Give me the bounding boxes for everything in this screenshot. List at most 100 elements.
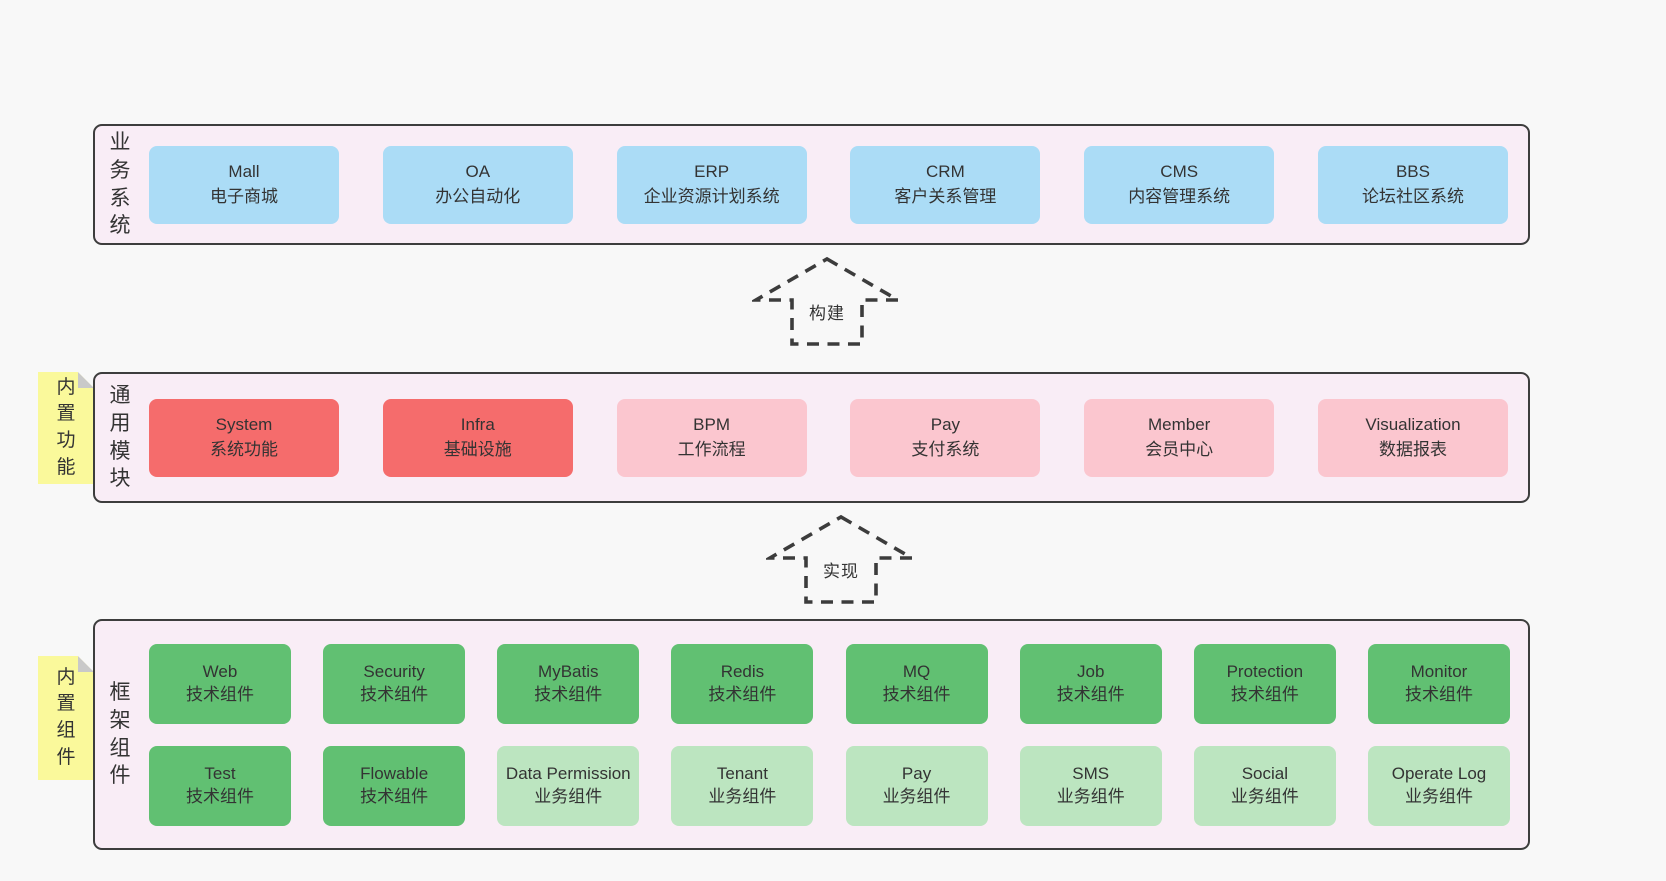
box-flowable-sub: 技术组件 [360, 786, 429, 806]
box-flowable: Flowable 技术组件 [323, 745, 466, 826]
box-infra-sub: 基础设施 [443, 439, 512, 459]
box-tenant-sub: 业务组件 [708, 786, 777, 806]
box-erp-name: ERP [694, 162, 730, 182]
box-protection-name: Protection [1226, 661, 1304, 681]
box-protection: Protection 技术组件 [1193, 643, 1336, 724]
box-erp: ERP 企业资源计划系统 [616, 145, 807, 224]
framework-row-1: Web 技术组件 Security 技术组件 MyBatis 技术组件 Redi… [149, 643, 1510, 724]
box-mybatis-name: MyBatis [538, 661, 599, 681]
box-crm-sub: 客户关系管理 [894, 186, 997, 206]
box-web: Web 技术组件 [149, 643, 291, 724]
box-redis-sub: 技术组件 [708, 684, 777, 704]
built-in-features-note-label: 内置功能 [56, 376, 76, 478]
common-modules-panel: 通用模块 System 系统功能 Infra 基础设施 BPM 工作流程 Pay… [93, 372, 1530, 503]
box-web-sub: 技术组件 [186, 684, 254, 704]
box-system: System 系统功能 [149, 398, 339, 477]
box-infra: Infra 基础设施 [382, 398, 573, 477]
box-pay-component: Pay 业务组件 [845, 745, 988, 826]
framework-components-side-label: 框架组件 [109, 681, 131, 788]
box-system-name: System [215, 415, 273, 435]
box-social-sub: 业务组件 [1230, 786, 1299, 806]
box-social: Social 业务组件 [1193, 745, 1336, 826]
box-web-name: Web [202, 661, 238, 681]
box-bbs: BBS 论坛社区系统 [1317, 145, 1508, 224]
implement-arrow-label: 实现 [823, 562, 859, 581]
box-bbs-sub: 论坛社区系统 [1361, 186, 1464, 206]
box-security-sub: 技术组件 [360, 684, 429, 704]
box-mq-sub: 技术组件 [882, 684, 951, 704]
box-pay-module-sub: 支付系统 [911, 439, 980, 459]
box-oa: OA 办公自动化 [382, 145, 573, 224]
box-operate-log-sub: 业务组件 [1404, 786, 1473, 806]
framework-components-grid: Web 技术组件 Security 技术组件 MyBatis 技术组件 Redi… [149, 643, 1510, 826]
box-cms-name: CMS [1160, 162, 1199, 182]
box-social-name: Social [1241, 763, 1288, 783]
box-sms-name: SMS [1072, 763, 1110, 783]
box-security: Security 技术组件 [323, 643, 466, 724]
box-protection-sub: 技术组件 [1230, 684, 1299, 704]
box-bpm-sub: 工作流程 [677, 439, 746, 459]
box-bbs-name: BBS [1395, 162, 1430, 182]
box-test-name: Test [204, 763, 236, 783]
box-operate-log-name: Operate Log [1391, 763, 1487, 783]
build-arrow-icon: 构建 [752, 256, 902, 348]
box-test-sub: 技术组件 [186, 786, 254, 806]
framework-row-2: Test 技术组件 Flowable 技术组件 Data Permission … [149, 745, 1510, 826]
box-security-name: Security [363, 661, 425, 681]
box-pay-module: Pay 支付系统 [850, 398, 1041, 477]
box-flowable-name: Flowable [360, 763, 429, 783]
box-mall-name: Mall [228, 162, 260, 182]
business-systems-box-row: Mall 电子商城 OA 办公自动化 ERP 企业资源计划系统 CRM 客户关系… [149, 145, 1508, 224]
box-oa-sub: 办公自动化 [435, 186, 521, 206]
box-member-sub: 会员中心 [1145, 439, 1214, 459]
note-fold-cut [78, 656, 94, 672]
box-member: Member 会员中心 [1084, 398, 1275, 477]
built-in-components-note-label: 内置组件 [56, 666, 76, 768]
business-systems-panel: 业务系统 Mall 电子商城 OA 办公自动化 ERP 企业资源计划系统 CRM… [93, 124, 1530, 245]
box-visualization-name: Visualization [1365, 415, 1461, 435]
note-fold-cut [78, 372, 94, 388]
business-systems-side-label: 业务系统 [109, 131, 131, 238]
box-data-permission-name: Data Permission [505, 763, 631, 783]
implement-arrow-icon: 实现 [766, 514, 916, 606]
box-mall: Mall 电子商城 [149, 145, 339, 224]
box-system-sub: 系统功能 [210, 439, 278, 459]
framework-components-panel: 框架组件 Web 技术组件 Security 技术组件 MyBatis 技术组件… [93, 619, 1530, 850]
box-infra-name: Infra [460, 415, 495, 435]
box-mall-sub: 电子商城 [210, 186, 278, 206]
box-sms-sub: 业务组件 [1056, 786, 1125, 806]
box-tenant-name: Tenant [716, 763, 768, 783]
box-cms-sub: 内容管理系统 [1128, 186, 1231, 206]
built-in-features-note: 内置功能 [38, 372, 94, 484]
box-oa-name: OA [465, 162, 491, 182]
built-in-components-note: 内置组件 [38, 656, 94, 780]
box-crm: CRM 客户关系管理 [850, 145, 1041, 224]
box-pay-component-sub: 业务组件 [882, 786, 951, 806]
box-erp-sub: 企业资源计划系统 [643, 186, 780, 206]
common-modules-box-row: System 系统功能 Infra 基础设施 BPM 工作流程 Pay 支付系统… [149, 398, 1508, 477]
box-bpm: BPM 工作流程 [616, 398, 807, 477]
box-redis: Redis 技术组件 [671, 643, 814, 724]
box-cms: CMS 内容管理系统 [1084, 145, 1275, 224]
box-bpm-name: BPM [693, 415, 731, 435]
box-operate-log: Operate Log 业务组件 [1367, 745, 1510, 826]
box-pay-module-name: Pay [930, 415, 961, 435]
box-pay-component-name: Pay [901, 763, 932, 783]
box-test: Test 技术组件 [149, 745, 291, 826]
box-mybatis: MyBatis 技术组件 [497, 643, 640, 724]
box-mq: MQ 技术组件 [845, 643, 988, 724]
box-mybatis-sub: 技术组件 [534, 684, 603, 704]
box-monitor-name: Monitor [1410, 661, 1468, 681]
build-arrow-label: 构建 [809, 304, 845, 323]
box-redis-name: Redis [720, 661, 765, 681]
box-member-name: Member [1148, 415, 1211, 435]
box-data-permission-sub: 业务组件 [534, 786, 603, 806]
box-visualization-sub: 数据报表 [1378, 439, 1447, 459]
box-job-sub: 技术组件 [1056, 684, 1125, 704]
box-job-name: Job [1076, 661, 1105, 681]
box-monitor-sub: 技术组件 [1404, 684, 1473, 704]
common-modules-side-label: 通用模块 [109, 384, 131, 491]
box-crm-name: CRM [926, 162, 965, 182]
box-job: Job 技术组件 [1019, 643, 1162, 724]
box-sms: SMS 业务组件 [1019, 745, 1162, 826]
